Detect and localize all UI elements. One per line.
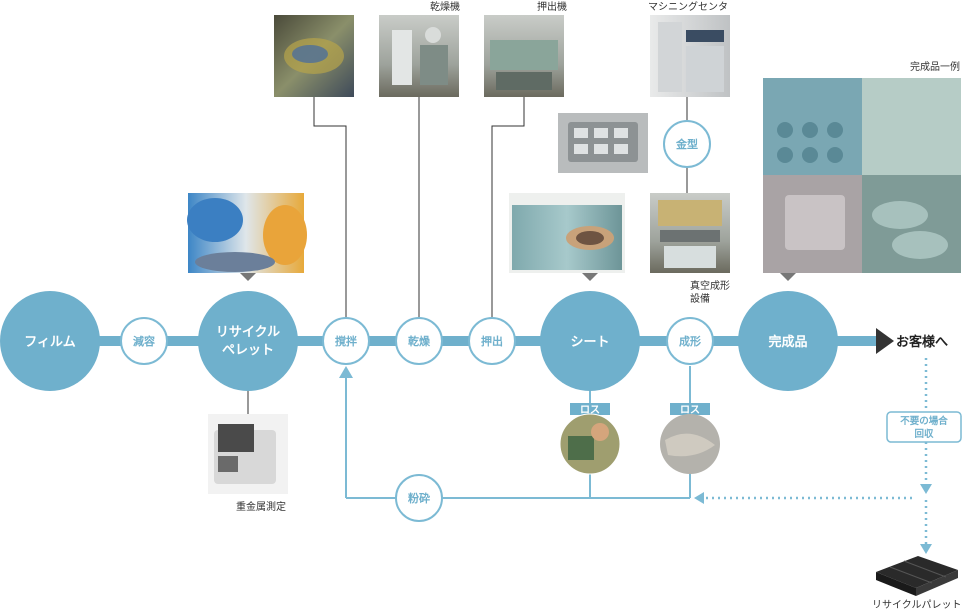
svg-text:ロス: ロス	[680, 404, 700, 416]
caption-recycle-pallet: リサイクルパレット	[872, 599, 962, 611]
node-sheet-label: シート	[570, 335, 609, 350]
caption-vacuum-1: 真空成形	[690, 279, 730, 292]
dotted-arrowhead-down1	[920, 484, 932, 494]
node-forming-label: 成形	[679, 334, 701, 348]
recycled-pellets-photo	[187, 193, 307, 273]
node-mold-circle	[663, 120, 711, 168]
main-flow-arrowhead	[876, 328, 894, 354]
node-sheet-circle	[540, 291, 640, 391]
recycle-pallet-photo	[876, 556, 958, 596]
return-arrowhead	[339, 366, 353, 378]
loss-tag-sheet: ロス	[570, 403, 610, 416]
destination-label: お客様へ	[896, 334, 948, 350]
node-stir-label: 撹拌	[335, 334, 357, 348]
node-crush-circle	[395, 474, 443, 522]
node-crush-label: 粉砕	[408, 491, 430, 505]
return-box	[886, 411, 962, 443]
vacuum-forming-photo	[650, 193, 730, 273]
caption-dryer: 乾燥機	[430, 0, 460, 13]
node-pellet-label-1: リサイクル	[216, 325, 280, 340]
product-photo-pointer	[780, 273, 796, 281]
node-extrude-circle	[468, 317, 516, 365]
node-product-label: 完成品	[768, 334, 807, 350]
node-dry-label: 乾燥	[408, 334, 431, 348]
dotted-arrowhead-left	[694, 492, 704, 504]
machining-center-photo	[650, 15, 730, 97]
extruder-machine-photo	[484, 15, 564, 97]
node-reduce-label: 減容	[133, 334, 155, 348]
caption-extruder: 押出機	[537, 0, 567, 13]
caption-vacuum-2: 設備	[690, 292, 710, 305]
node-pellet-label-2: ペレット	[222, 343, 274, 358]
node-mold-label: 金型	[675, 137, 698, 151]
mold-photo	[558, 113, 648, 173]
heavy-metal-meter-photo	[208, 414, 288, 494]
return-box-line1: 不要の場合	[900, 415, 948, 427]
loss-scrap-photo	[660, 414, 720, 474]
caption-heavy-metal: 重金属測定	[236, 500, 286, 513]
pellet-photo-pointer	[240, 273, 256, 281]
node-extrude-label: 押出	[481, 334, 503, 348]
dotted-arrowhead-down2	[920, 544, 932, 554]
node-product-circle	[738, 291, 838, 391]
dryer-machine-photo	[379, 15, 459, 97]
return-loop	[345, 366, 691, 499]
sheet-roll-photo	[509, 193, 625, 273]
photo-connectors	[247, 97, 688, 414]
node-dry-circle	[395, 317, 443, 365]
caption-machining: マシニングセンタ	[648, 0, 728, 13]
customer-return-dotted	[706, 358, 928, 546]
return-box-line2: 回収	[914, 428, 934, 440]
node-stir-circle	[322, 317, 370, 365]
sheet-photo-pointer	[582, 273, 598, 281]
product-examples-photo	[763, 78, 961, 273]
loss-tag-forming: ロス	[670, 403, 710, 416]
node-forming-circle	[666, 317, 714, 365]
loss-worker-photo	[559, 413, 621, 475]
node-reduce-circle	[120, 317, 168, 365]
pellet-mixing-photo	[274, 15, 354, 97]
node-film-circle	[0, 291, 100, 391]
node-film-label: フィルム	[24, 335, 75, 350]
node-pellet-circle	[198, 291, 298, 391]
svg-text:ロス: ロス	[580, 404, 600, 416]
caption-product-example: 完成品一例	[910, 60, 960, 73]
